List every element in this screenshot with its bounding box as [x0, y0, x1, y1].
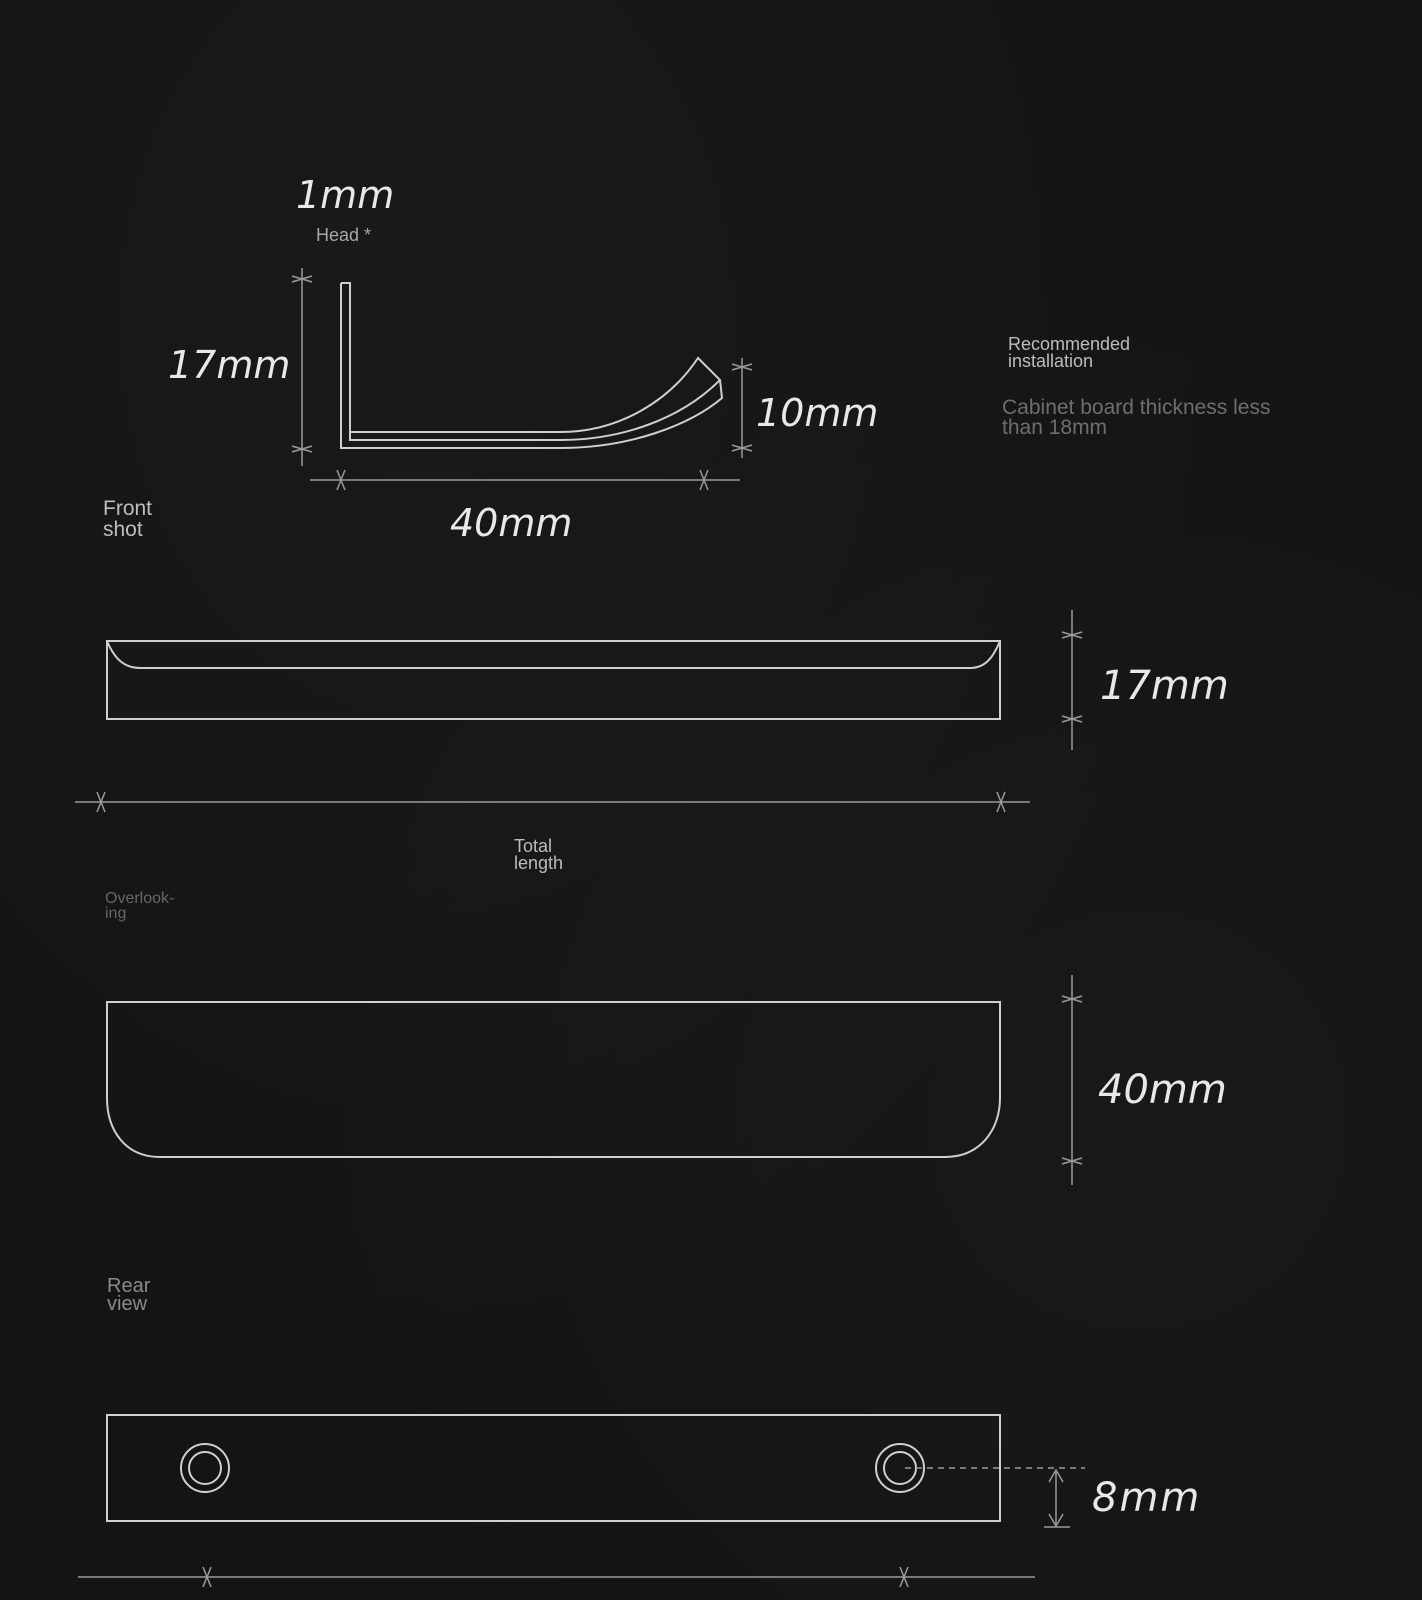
tick [291, 275, 313, 283]
total-length-label: Total length [514, 836, 564, 874]
profile-outline [340, 282, 724, 449]
front-outline [106, 640, 1001, 720]
front-height-label: 17mm [1100, 663, 1229, 709]
profile-height-label: 17mm [168, 343, 291, 387]
tick [731, 444, 753, 452]
hole-offset-label: 8mm [1092, 1475, 1202, 1521]
rear-view-label: Rear view [107, 1275, 151, 1316]
tick [1061, 995, 1083, 1003]
tick [1061, 1157, 1083, 1165]
rear-outline [106, 1414, 1001, 1522]
tick [699, 469, 709, 491]
lip-height-label: 10mm [756, 391, 879, 435]
tick [96, 791, 106, 813]
profile-diagram [291, 268, 753, 491]
tick [291, 445, 313, 453]
arrow-down [1048, 1513, 1064, 1528]
rear-diagram [78, 1414, 1085, 1588]
overlook-depth-label: 40mm [1098, 1067, 1227, 1113]
overlooking-label: Overlook- ing [105, 890, 175, 923]
head-label: Head * [316, 225, 372, 245]
mounting-hole-left-inner [188, 1451, 222, 1485]
mounting-hole-right-inner [883, 1451, 917, 1485]
overlooking-diagram [106, 975, 1083, 1185]
mounting-hole-left [180, 1443, 230, 1493]
tick [1061, 631, 1083, 639]
front-diagram [75, 610, 1083, 813]
tick [996, 791, 1006, 813]
tick [202, 1566, 212, 1588]
front-inner-edge [106, 640, 1001, 669]
tick [336, 469, 346, 491]
installation-note: Cabinet board thickness less than 18mm [1002, 396, 1271, 439]
front-shot-label: Front shot [103, 497, 153, 541]
mounting-hole-right [875, 1443, 925, 1493]
arrow-up [1048, 1468, 1064, 1483]
profile-depth-label: 40mm [450, 501, 573, 545]
overlooking-outline [106, 1001, 1001, 1158]
tick [899, 1566, 909, 1588]
tick [1061, 715, 1083, 723]
tick [731, 363, 753, 371]
installation-title: Recommended installation [1008, 334, 1131, 372]
head-thickness-label: 1mm [296, 173, 395, 217]
